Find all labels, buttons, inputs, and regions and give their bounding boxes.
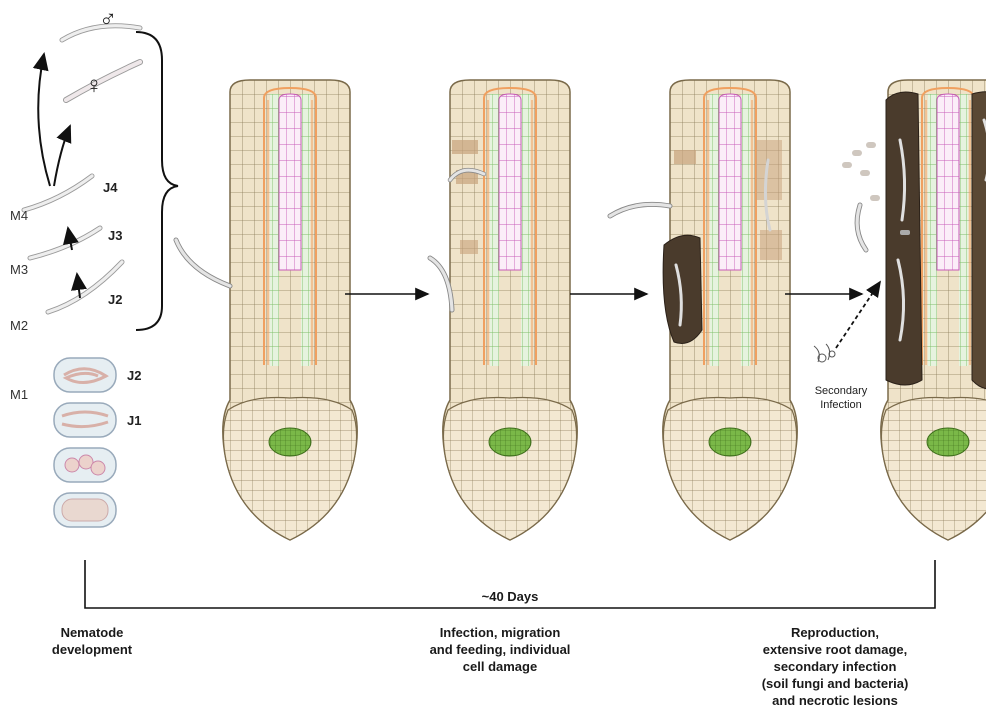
caption-nematode-development: Nematode development [22, 624, 162, 658]
stage-label-m1: M1 [10, 387, 28, 402]
female-symbol: ♀ [85, 74, 103, 98]
juvenile-label-j2: J2 [108, 292, 122, 307]
nematode-entering-root-1 [176, 240, 230, 286]
nematode-development-panel [24, 26, 178, 527]
egg-j2 [54, 358, 116, 392]
soil-microbe-icon [814, 344, 835, 362]
egg-label-j1: J1 [127, 413, 141, 428]
stage-label-m4: M4 [10, 208, 28, 223]
root-lesion-forming [663, 80, 797, 540]
secondary-infection-arrow [836, 282, 880, 348]
caption-reproduction-damage: Reproduction, extensive root damage, sec… [730, 624, 940, 709]
stage-label-m3: M3 [10, 262, 28, 277]
caption-infection-migration: Infection, migration and feeding, indivi… [400, 624, 600, 675]
stage-label-m2: M2 [10, 318, 28, 333]
nematode-entering-root-3 [610, 204, 670, 216]
egg-label-j2: J2 [127, 368, 141, 383]
juvenile-label-j4: J4 [103, 180, 117, 195]
root-extensive-damage [881, 80, 986, 540]
root-healthy-entry [223, 80, 357, 540]
male-symbol: ♂ [99, 8, 117, 32]
timeline-duration: ~40 Days [460, 588, 560, 605]
root-migration-feeding [443, 80, 577, 540]
nematode-migrating-root-2 [430, 258, 452, 310]
egg-j1 [54, 403, 116, 437]
juvenile-label-j3: J3 [108, 228, 122, 243]
secondary-infection-label: Secondary Infection [796, 384, 886, 412]
released-eggs [842, 142, 880, 250]
egg-single-cell [54, 493, 116, 527]
egg-cleavage [54, 448, 116, 482]
